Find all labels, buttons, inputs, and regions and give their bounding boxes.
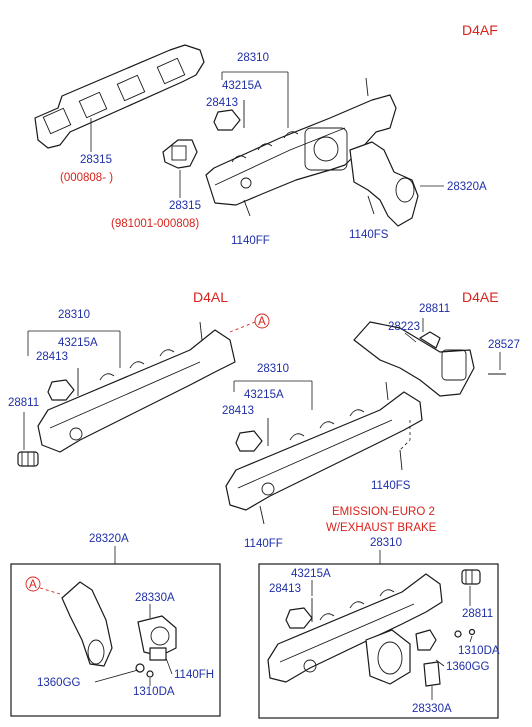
label-28223-d4ae: 28223 xyxy=(388,321,420,333)
engine-tag-d4al: D4AL xyxy=(193,289,228,305)
label-28413-d4al: 28413 xyxy=(36,351,68,363)
label-28413-d4ae: 28413 xyxy=(222,405,254,417)
label-28310-d4al: 28310 xyxy=(58,309,90,321)
manifold-top-drawing xyxy=(205,77,397,206)
label-1360gg-box: 1360GG xyxy=(37,677,81,689)
label-43215a-euro: 43215A xyxy=(291,568,331,580)
label-28330a-euro: 28330A xyxy=(412,703,452,715)
pipe-28223-drawing xyxy=(353,321,475,397)
label-28413-top: 28413 xyxy=(206,97,238,109)
elbow-box-frame xyxy=(10,563,221,717)
euro-box-frame xyxy=(258,563,499,719)
bracket-28413-euro xyxy=(285,607,313,629)
plug-28811-d4al xyxy=(17,451,39,467)
label-28320a-top: 28320A xyxy=(447,181,487,193)
engine-tag-d4ae: D4AE xyxy=(462,289,499,305)
label-28315-range-a: (000808- ) xyxy=(60,172,113,184)
label-1360gg-euro: 1360GG xyxy=(446,661,490,673)
elbow-box-drawing xyxy=(61,581,177,678)
label-1310da-box: 1310DA xyxy=(133,686,175,698)
label-28811-d4al: 28811 xyxy=(8,397,39,409)
label-1140ff-top: 1140FF xyxy=(231,235,270,247)
euro-note-line1: EMISSION-EURO 2 xyxy=(332,506,435,518)
elbow-top-drawing xyxy=(349,141,419,227)
gasket-drawing xyxy=(34,44,205,149)
label-28320a-box-title: 28320A xyxy=(89,533,129,545)
label-28315-range-b: (981001-000808) xyxy=(111,218,199,230)
manifold-euro-drawing xyxy=(267,569,481,687)
label-28310-d4ae: 28310 xyxy=(257,363,289,375)
label-1140ff-d4ae: 1140FF xyxy=(244,538,283,550)
ref-marker-a-box-text: A xyxy=(29,579,37,591)
bracket-28413-top xyxy=(213,109,241,131)
bracket-28413-d4ae xyxy=(235,430,263,452)
ref-marker-a-top xyxy=(254,313,270,329)
label-28811-d4ae: 28811 xyxy=(419,303,450,315)
label-1140fh-box: 1140FH xyxy=(174,669,214,681)
label-28413-euro: 28413 xyxy=(269,583,301,595)
ref-marker-a-box xyxy=(25,576,41,592)
label-43215a-d4al: 43215A xyxy=(58,337,98,349)
label-43215a-top: 43215A xyxy=(222,80,262,92)
label-43215a-d4ae: 43215A xyxy=(244,389,284,401)
engine-tag-d4af: D4AF xyxy=(462,22,498,38)
label-28811-euro: 28811 xyxy=(462,608,493,620)
label-28527-d4ae: 28527 xyxy=(488,339,520,351)
euro-note-line2: W/EXHAUST BRAKE xyxy=(326,522,437,534)
label-1140fs-d4ae: 1140FS xyxy=(371,480,411,492)
label-28315-b: 28315 xyxy=(169,200,201,212)
small-gasket xyxy=(162,139,198,169)
label-28330a-box: 28330A xyxy=(135,592,175,604)
ref-marker-a-top-text: A xyxy=(258,316,266,328)
label-28310-euro: 28310 xyxy=(370,537,402,549)
bracket-28413-d4al xyxy=(47,379,75,401)
label-28310-top: 28310 xyxy=(237,52,269,64)
label-28315-a: 28315 xyxy=(80,154,112,166)
label-1310da-euro: 1310DA xyxy=(458,645,500,657)
manifold-d4al-drawing xyxy=(37,321,236,453)
label-1140fs-top: 1140FS xyxy=(349,229,389,241)
manifold-d4ae-drawing xyxy=(225,381,423,511)
